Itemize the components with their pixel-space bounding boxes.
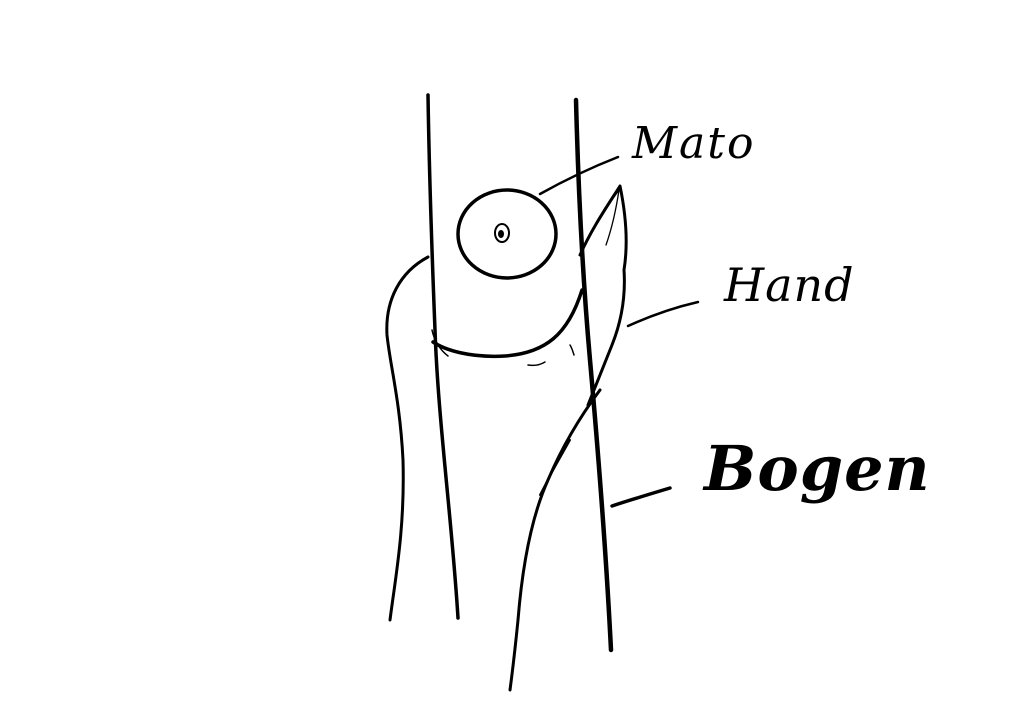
hand-lower-contour <box>508 388 602 692</box>
hand-knuckle-mark-1 <box>431 329 449 357</box>
hand-left-contour <box>385 255 430 622</box>
mato-center-dot <box>498 230 504 238</box>
mato-center-ring <box>494 223 510 243</box>
hand-knuckle-mark-2 <box>527 361 546 367</box>
hand-inner-stroke <box>539 439 571 496</box>
label-mato: Mato <box>632 118 756 169</box>
hand-knuckle-mark-3 <box>569 344 575 356</box>
hand-wrap-curve <box>431 288 584 359</box>
hand-leader-line <box>626 300 700 328</box>
bow-left-line <box>426 93 460 620</box>
mato-leader-line <box>538 155 620 196</box>
bow-right-line <box>573 97 614 653</box>
mato-circle <box>456 188 558 280</box>
hand-thumb-nail <box>587 189 620 246</box>
bogen-leader-line <box>610 486 672 508</box>
label-hand: Hand <box>724 258 855 312</box>
label-bogen: Bogen <box>704 432 931 505</box>
